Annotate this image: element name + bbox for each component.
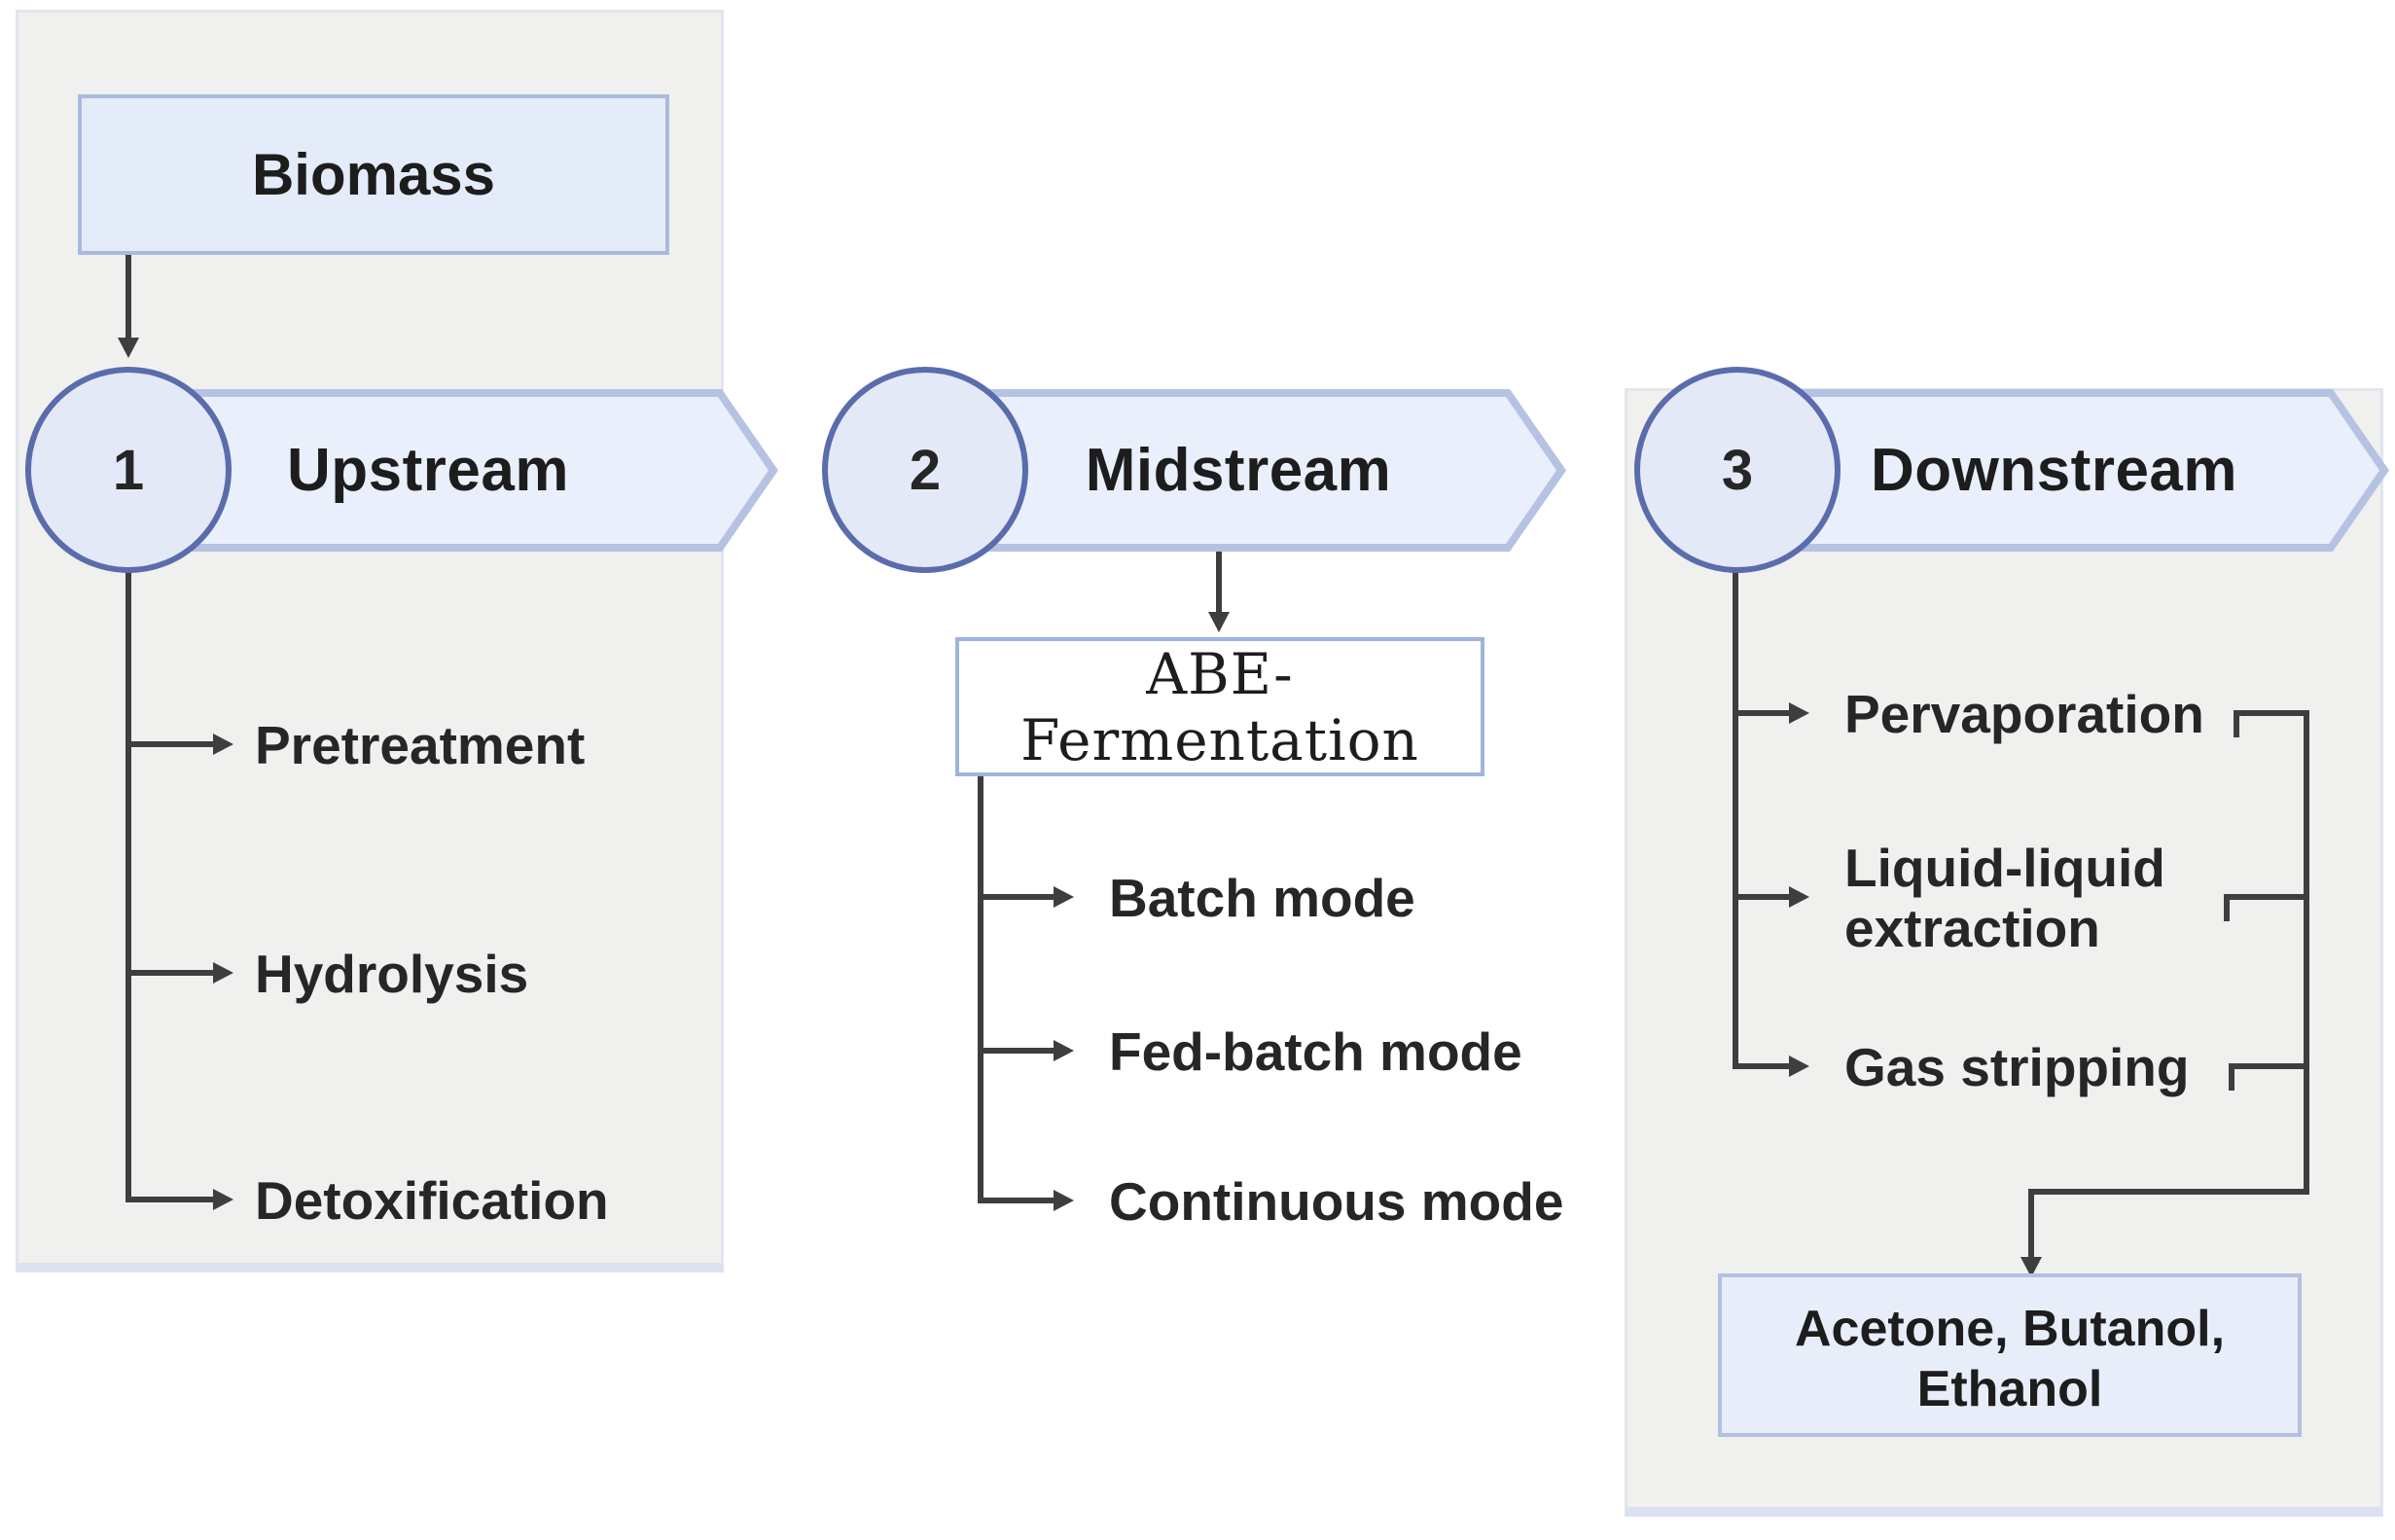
item-detoxification: Detoxification <box>255 1170 609 1231</box>
arrowhead-down-icon <box>2020 1257 2042 1277</box>
stage-2-number: 2 <box>909 438 942 502</box>
product-box: Acetone, Butanol, Ethanol <box>1718 1273 2302 1437</box>
midstream-branch-3-line <box>978 1198 1054 1203</box>
downstream-branch-1-line <box>1733 710 1789 716</box>
connector-product-stem <box>2028 1189 2034 1257</box>
collector-stub-1-line <box>2234 710 2309 716</box>
collector-stub-2-line <box>2224 894 2309 900</box>
upstream-branch-2-line <box>125 970 213 976</box>
midstream-banner-label: Midstream <box>1085 437 1392 504</box>
connector-biomass-stem <box>125 255 131 338</box>
collector-stub-3-tick <box>2229 1063 2234 1091</box>
collector-stub-1-tick <box>2234 710 2239 737</box>
downstream-banner-fill <box>1737 397 2379 544</box>
midstream-banner: Midstream <box>924 389 1566 552</box>
item-pervaporation: Pervaporation <box>1844 684 2204 744</box>
midstream-branch-2-line <box>978 1048 1054 1054</box>
stage-1-circle: 1 <box>25 367 232 573</box>
arrowhead-right-icon <box>213 1189 233 1210</box>
downstream-banner-label: Downstream <box>1870 437 2238 504</box>
upstream-banner-label: Upstream <box>287 437 569 504</box>
arrowhead-right-icon <box>213 734 233 755</box>
product-label-line2: Ethanol <box>1916 1361 2103 1417</box>
collector-stub-3-line <box>2229 1063 2309 1069</box>
item-liquid-liquid-extraction: Liquid-liquid extraction <box>1844 838 2165 958</box>
item-hydrolysis: Hydrolysis <box>255 944 529 1004</box>
biomass-label: Biomass <box>251 142 496 207</box>
stage-1-number: 1 <box>112 438 145 502</box>
arrowhead-right-icon <box>1054 1040 1074 1061</box>
arrowhead-right-icon <box>1789 1056 1809 1077</box>
stage-2-circle: 2 <box>822 367 1028 573</box>
item-continuous-mode: Continuous mode <box>1109 1171 1564 1232</box>
arrowhead-down-icon <box>118 338 139 358</box>
midstream-trunk-line <box>978 776 983 1203</box>
stage-3-number: 3 <box>1721 438 1754 502</box>
downstream-banner: Downstream <box>1737 389 2389 552</box>
midstream-banner-fill <box>924 397 1556 544</box>
midstream-branch-1-line <box>978 894 1054 900</box>
abe-fermentation-label: ABE-Fermentation <box>1020 640 1419 773</box>
product-label-line1: Acetone, Butanol, <box>1794 1301 2226 1357</box>
collector-bottom-line <box>2028 1189 2309 1195</box>
downstream-branch-2-line <box>1733 894 1789 900</box>
stage-3-circle: 3 <box>1634 367 1841 573</box>
upstream-branch-3-line <box>125 1197 213 1202</box>
item-gas-stripping: Gas stripping <box>1844 1037 2190 1097</box>
arrowhead-right-icon <box>1054 1190 1074 1211</box>
collector-stub-2-tick <box>2224 894 2230 921</box>
arrowhead-right-icon <box>213 962 233 984</box>
abe-fermentation-box: ABE-Fermentation <box>955 637 1484 776</box>
upstream-banner: Upstream <box>130 389 778 552</box>
item-fed-batch-mode: Fed-batch mode <box>1109 1021 1522 1082</box>
arrowhead-right-icon <box>1054 886 1074 908</box>
downstream-branch-3-line <box>1733 1063 1789 1069</box>
item-pretreatment: Pretreatment <box>255 715 586 775</box>
upstream-trunk-line <box>125 570 131 1202</box>
upstream-banner-fill <box>130 397 769 544</box>
biomass-box: Biomass <box>78 94 669 255</box>
item-batch-mode: Batch mode <box>1109 868 1415 928</box>
connector-midstream-stem <box>1216 552 1222 612</box>
downstream-trunk-line <box>1733 570 1738 1068</box>
upstream-branch-1-line <box>125 741 213 747</box>
collector-bracket-line <box>2304 710 2309 1195</box>
arrowhead-right-icon <box>1789 886 1809 908</box>
arrowhead-right-icon <box>1789 702 1809 724</box>
arrowhead-down-icon <box>1208 612 1230 632</box>
